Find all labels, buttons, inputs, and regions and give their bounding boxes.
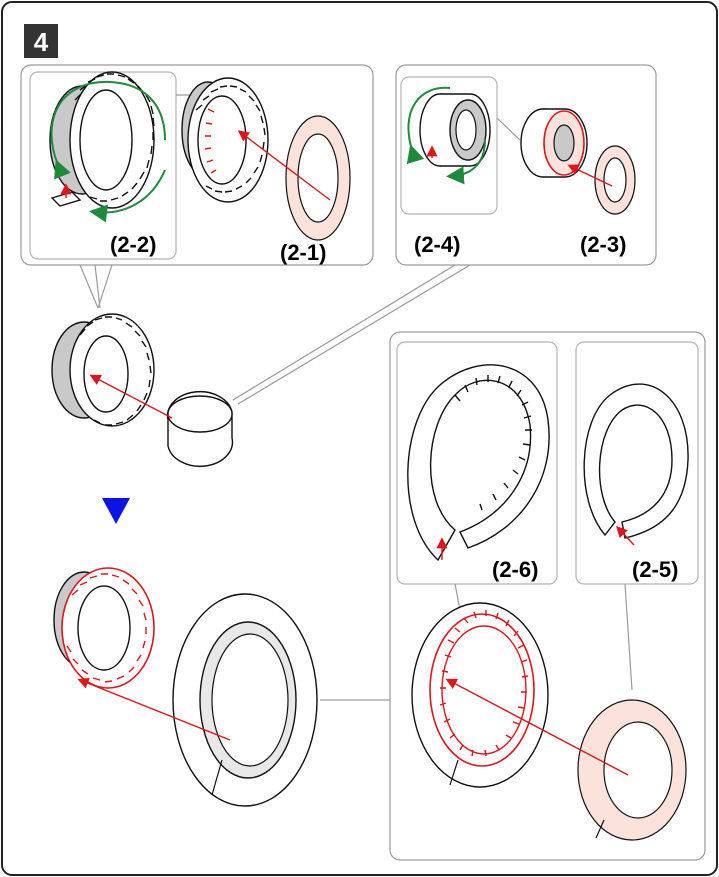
label-2-3: (2-3) [580, 232, 626, 257]
subpanel-2-6: (2-6) [396, 341, 558, 611]
down-triangle-icon [102, 498, 130, 524]
label-2-2: (2-2) [110, 232, 156, 257]
label-2-6: (2-6) [492, 557, 538, 582]
subpanel-2-5: (2-5) [575, 341, 699, 691]
subpanel-2-4: (2-4) [400, 76, 521, 257]
label-2-5: (2-5) [632, 557, 678, 582]
panel-2-5-2-6: (2-6) (2-5) [389, 331, 706, 861]
part-2-3: (2-3) [520, 108, 636, 257]
part-2-5-ring [445, 678, 687, 841]
panel-2-1-2-2: (2-2) (2-1) [20, 64, 374, 309]
assembly-middle [51, 313, 234, 468]
part-2-6-ring [411, 602, 549, 788]
subpanel-2-2: (2-2) [29, 71, 198, 260]
step-number-badge: 4 [24, 24, 58, 58]
part-2-1: (2-1) [181, 77, 351, 265]
assembly-bottom [53, 567, 390, 807]
panel-2-3-2-4: (2-4) (2-3) [232, 64, 657, 405]
step-number: 4 [34, 27, 49, 57]
label-2-4: (2-4) [414, 232, 460, 257]
label-2-1: (2-1) [280, 240, 326, 265]
